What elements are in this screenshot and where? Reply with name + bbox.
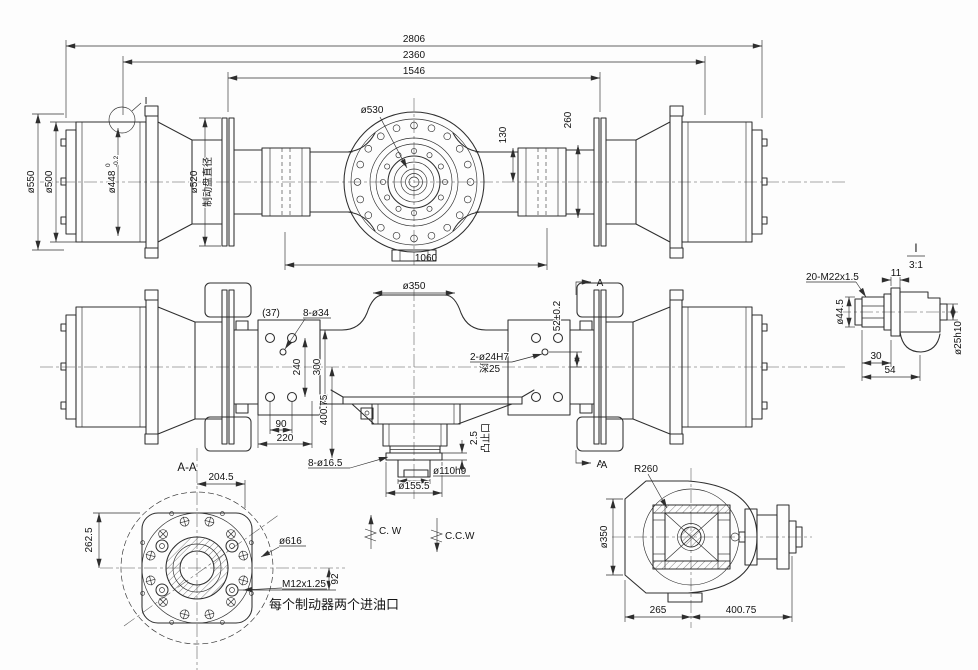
dim-220: 220	[277, 433, 294, 444]
dim-1060: 1060	[415, 253, 438, 264]
section-label-bottom: A	[597, 459, 604, 470]
dim-r260: R260	[634, 464, 658, 475]
section-aa-oil-ports	[155, 539, 239, 597]
label-8xdia34: 8-ø34	[303, 308, 330, 319]
dim-dia616: ø616	[279, 536, 302, 547]
detail-ext-lines	[845, 275, 958, 381]
ccw-label: C.C.W	[445, 531, 475, 542]
dim-dia530: ø530	[361, 105, 384, 116]
dim-dia520: ø520	[189, 170, 200, 193]
dim-130: 130	[498, 126, 509, 143]
dim-dia448: ø448 0 -0.2	[104, 154, 121, 194]
dim-dia110: ø110h9	[433, 466, 467, 477]
brake-disc-diameter-label: 制动盘直径	[201, 157, 214, 207]
front-left-wheel-end	[60, 105, 235, 259]
side-ext-lines	[606, 498, 793, 622]
thread-20-m22: 20-M22x1.5	[806, 272, 859, 283]
dim-92: 92	[330, 573, 341, 585]
detail-view-i: I 3:1 20-M22x1.5 ø44.5 11 ø25h10 30 54	[805, 242, 965, 381]
svg-text:ø448: ø448	[107, 170, 118, 193]
plan-right-mounting-plate	[507, 319, 571, 416]
dim-2360: 2360	[403, 50, 426, 61]
dim-dia25: ø25h10	[953, 321, 964, 355]
dim-90: 90	[275, 419, 287, 430]
front-right-wheel-end	[593, 105, 768, 259]
dim-11: 11	[891, 268, 902, 279]
detail-scale: 3:1	[909, 260, 923, 271]
spigot-label: 凸止口	[480, 423, 492, 453]
plan-input-carrier	[351, 403, 513, 478]
dim-dia350-side: ø350	[599, 525, 610, 548]
label-8xdia16-5: 8-ø16.5	[308, 458, 343, 469]
dim-300: 300	[312, 358, 323, 375]
plan-view: (37) 8-ø34 240 300 90 220 400.75 ø350 A …	[40, 277, 845, 500]
rotation-marks: C. W C.C.W	[364, 515, 476, 552]
detail-circle	[108, 106, 136, 134]
dim-204-5: 204.5	[208, 472, 233, 483]
front-view: 2806 2360 1546 1060 ø550 ø500 ø448 0 -0.…	[25, 33, 845, 270]
dim-265: 265	[650, 605, 667, 616]
oil-inlet-note: 每个制动器两个进油口	[269, 597, 399, 612]
plan-right-wheel-end	[569, 282, 768, 452]
plan-housing	[319, 294, 535, 405]
side-view: A R260 ø350 265 400.75	[598, 459, 812, 628]
section-arrow-top	[575, 279, 591, 295]
dim-dia44-5: ø44.5	[835, 299, 846, 325]
dim-2-5: 2.5	[469, 431, 480, 445]
dim-1546: 1546	[403, 66, 426, 77]
dim-dia350-plan: ø350	[403, 281, 426, 292]
detail-title: I	[914, 243, 917, 255]
dim-overall-length: 2806	[403, 34, 426, 45]
dim-52: 52±0.2	[552, 300, 563, 331]
label-2xdia24: 2-ø24H7	[470, 352, 509, 363]
dim-260: 260	[563, 111, 574, 128]
front-view-dimensions	[35, 43, 762, 268]
detail-geometry	[838, 287, 958, 353]
section-aa-hub-hatch	[166, 537, 228, 599]
svg-text:-0.2: -0.2	[113, 155, 120, 167]
plan-left-wheel-end	[60, 282, 259, 452]
side-view-label: A	[601, 460, 608, 471]
front-right-axle-tube	[452, 132, 595, 232]
thread-m12-label: M12x1.25	[282, 579, 326, 590]
dim-dia500: ø500	[44, 170, 55, 193]
plan-bottom-ext-lines	[385, 452, 467, 497]
dim-400-75-side: 400.75	[726, 605, 757, 616]
dim-400-75: 400.75	[319, 394, 330, 425]
dim-262-5: 262.5	[84, 527, 95, 552]
plan-left-ext-lines	[257, 401, 313, 448]
detail-mark-label: I	[145, 96, 148, 107]
side-housing	[624, 480, 803, 603]
dim-37: (37)	[262, 308, 280, 319]
section-aa-title: A-A	[177, 462, 197, 474]
dim-dia550: ø550	[26, 170, 37, 193]
label-depth25: 深25	[479, 363, 501, 375]
dim-54: 54	[884, 365, 896, 376]
svg-text:0: 0	[105, 163, 112, 167]
section-arrow-bottom	[575, 450, 591, 466]
front-differential-flange	[343, 111, 485, 262]
dim-dia155-5: ø155.5	[398, 481, 430, 492]
dim-240: 240	[292, 358, 303, 375]
cw-label: C. W	[379, 526, 402, 537]
dim-30: 30	[870, 351, 882, 362]
section-aa: A-A 204.5 262.5 ø616 92 M12x1.25 每个制动器两个…	[83, 448, 400, 670]
front-view-extension-lines	[32, 40, 763, 270]
plan-left-mounting-plate	[257, 319, 321, 416]
